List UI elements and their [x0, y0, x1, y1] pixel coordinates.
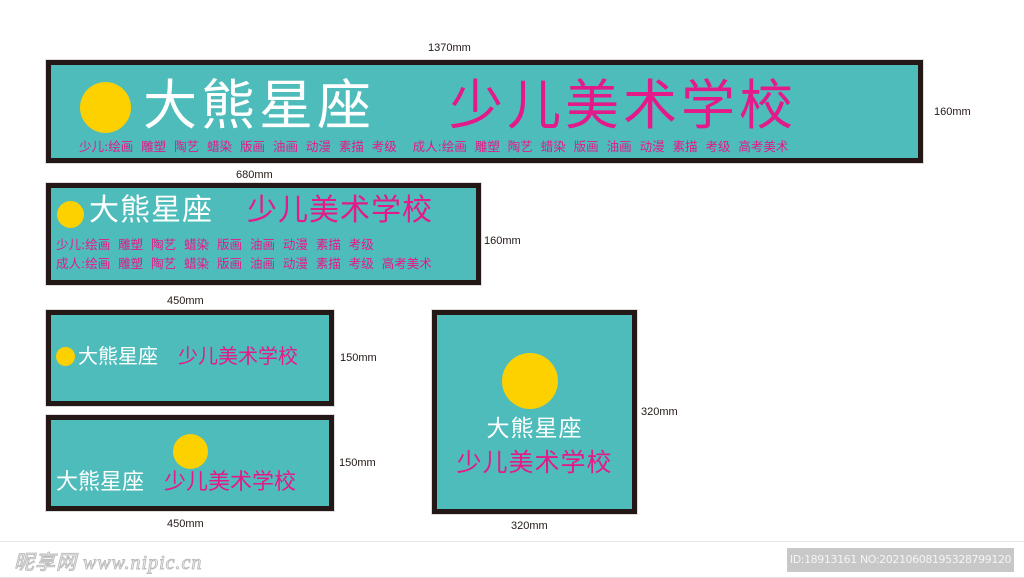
- watermark-footer: 昵享网 www.nipic.cn ID:18913161 NO:20210608…: [0, 541, 1024, 578]
- course-list-adults: 成人:绘画 雕塑 陶艺 蜡染 版画 油画 动漫 素描 考级 高考美术: [56, 256, 432, 271]
- brand-name-pink: 少儿美术学校: [164, 470, 297, 495]
- sign-1370x160: 大熊星座 少儿美术学校 少儿:绘画 雕塑 陶艺 蜡染 版画 油画 动漫 素描 考…: [46, 60, 923, 163]
- sign1-width-label: 1370mm: [428, 42, 471, 54]
- brand-name-white: 大熊星座: [78, 344, 158, 368]
- sign-panel: 大熊星座 少儿美术学校 少儿:绘画 雕塑 陶艺 蜡染 版画 油画 动漫 素描 考…: [51, 65, 918, 158]
- yellow-circle-icon: [56, 347, 75, 366]
- sign3-height-label: 150mm: [340, 352, 377, 364]
- sign2-height-label: 160mm: [484, 235, 521, 247]
- brand-name-white: 大熊星座: [56, 470, 145, 495]
- sign-450x150-b: 大熊星座 少儿美术学校: [46, 415, 334, 511]
- brand-name-pink: 少儿美术学校: [178, 344, 298, 368]
- sign-panel: 大熊星座 少儿美术学校: [437, 315, 632, 509]
- site-watermark: 昵享网 www.nipic.cn: [13, 552, 203, 575]
- sign-panel: 大熊星座 少儿美术学校 少儿:绘画 雕塑 陶艺 蜡染 版画 油画 动漫 素描 考…: [51, 188, 476, 280]
- sign-680x160: 大熊星座 少儿美术学校 少儿:绘画 雕塑 陶艺 蜡染 版画 油画 动漫 素描 考…: [46, 183, 481, 285]
- brand-name-white: 大熊星座: [89, 193, 213, 228]
- course-list: 少儿:绘画 雕塑 陶艺 蜡染 版画 油画 动漫 素描 考级 成人:绘画 雕塑 陶…: [79, 139, 789, 154]
- yellow-circle-icon: [80, 82, 131, 133]
- sign-320x320: 大熊星座 少儿美术学校: [432, 310, 637, 514]
- sign-450x150-a: 大熊星座 少儿美术学校: [46, 310, 334, 406]
- sign-panel: 大熊星座 少儿美术学校: [51, 315, 329, 401]
- sign4-width-label: 450mm: [167, 518, 204, 530]
- image-id-badge: ID:18913161 NO:20210608195328799120: [787, 548, 1014, 572]
- brand-name-white: 大熊星座: [143, 74, 375, 137]
- brand-name-pink: 少儿美术学校: [456, 448, 613, 477]
- sign3-width-label: 450mm: [167, 295, 204, 307]
- sign5-width-label: 320mm: [511, 520, 548, 532]
- sign2-width-label: 680mm: [236, 169, 273, 181]
- brand-name-pink: 少儿美术学校: [449, 74, 797, 137]
- yellow-circle-icon: [502, 353, 558, 409]
- brand-name-pink: 少儿美术学校: [247, 193, 433, 228]
- sign5-height-label: 320mm: [641, 406, 678, 418]
- yellow-circle-icon: [173, 434, 208, 469]
- sign-panel: 大熊星座 少儿美术学校: [51, 420, 329, 506]
- sign4-height-label: 150mm: [339, 457, 376, 469]
- sign1-height-label: 160mm: [934, 106, 971, 118]
- brand-name-white: 大熊星座: [486, 416, 583, 442]
- course-list-kids: 少儿:绘画 雕塑 陶艺 蜡染 版画 油画 动漫 素描 考级: [56, 237, 374, 252]
- yellow-circle-icon: [57, 201, 84, 228]
